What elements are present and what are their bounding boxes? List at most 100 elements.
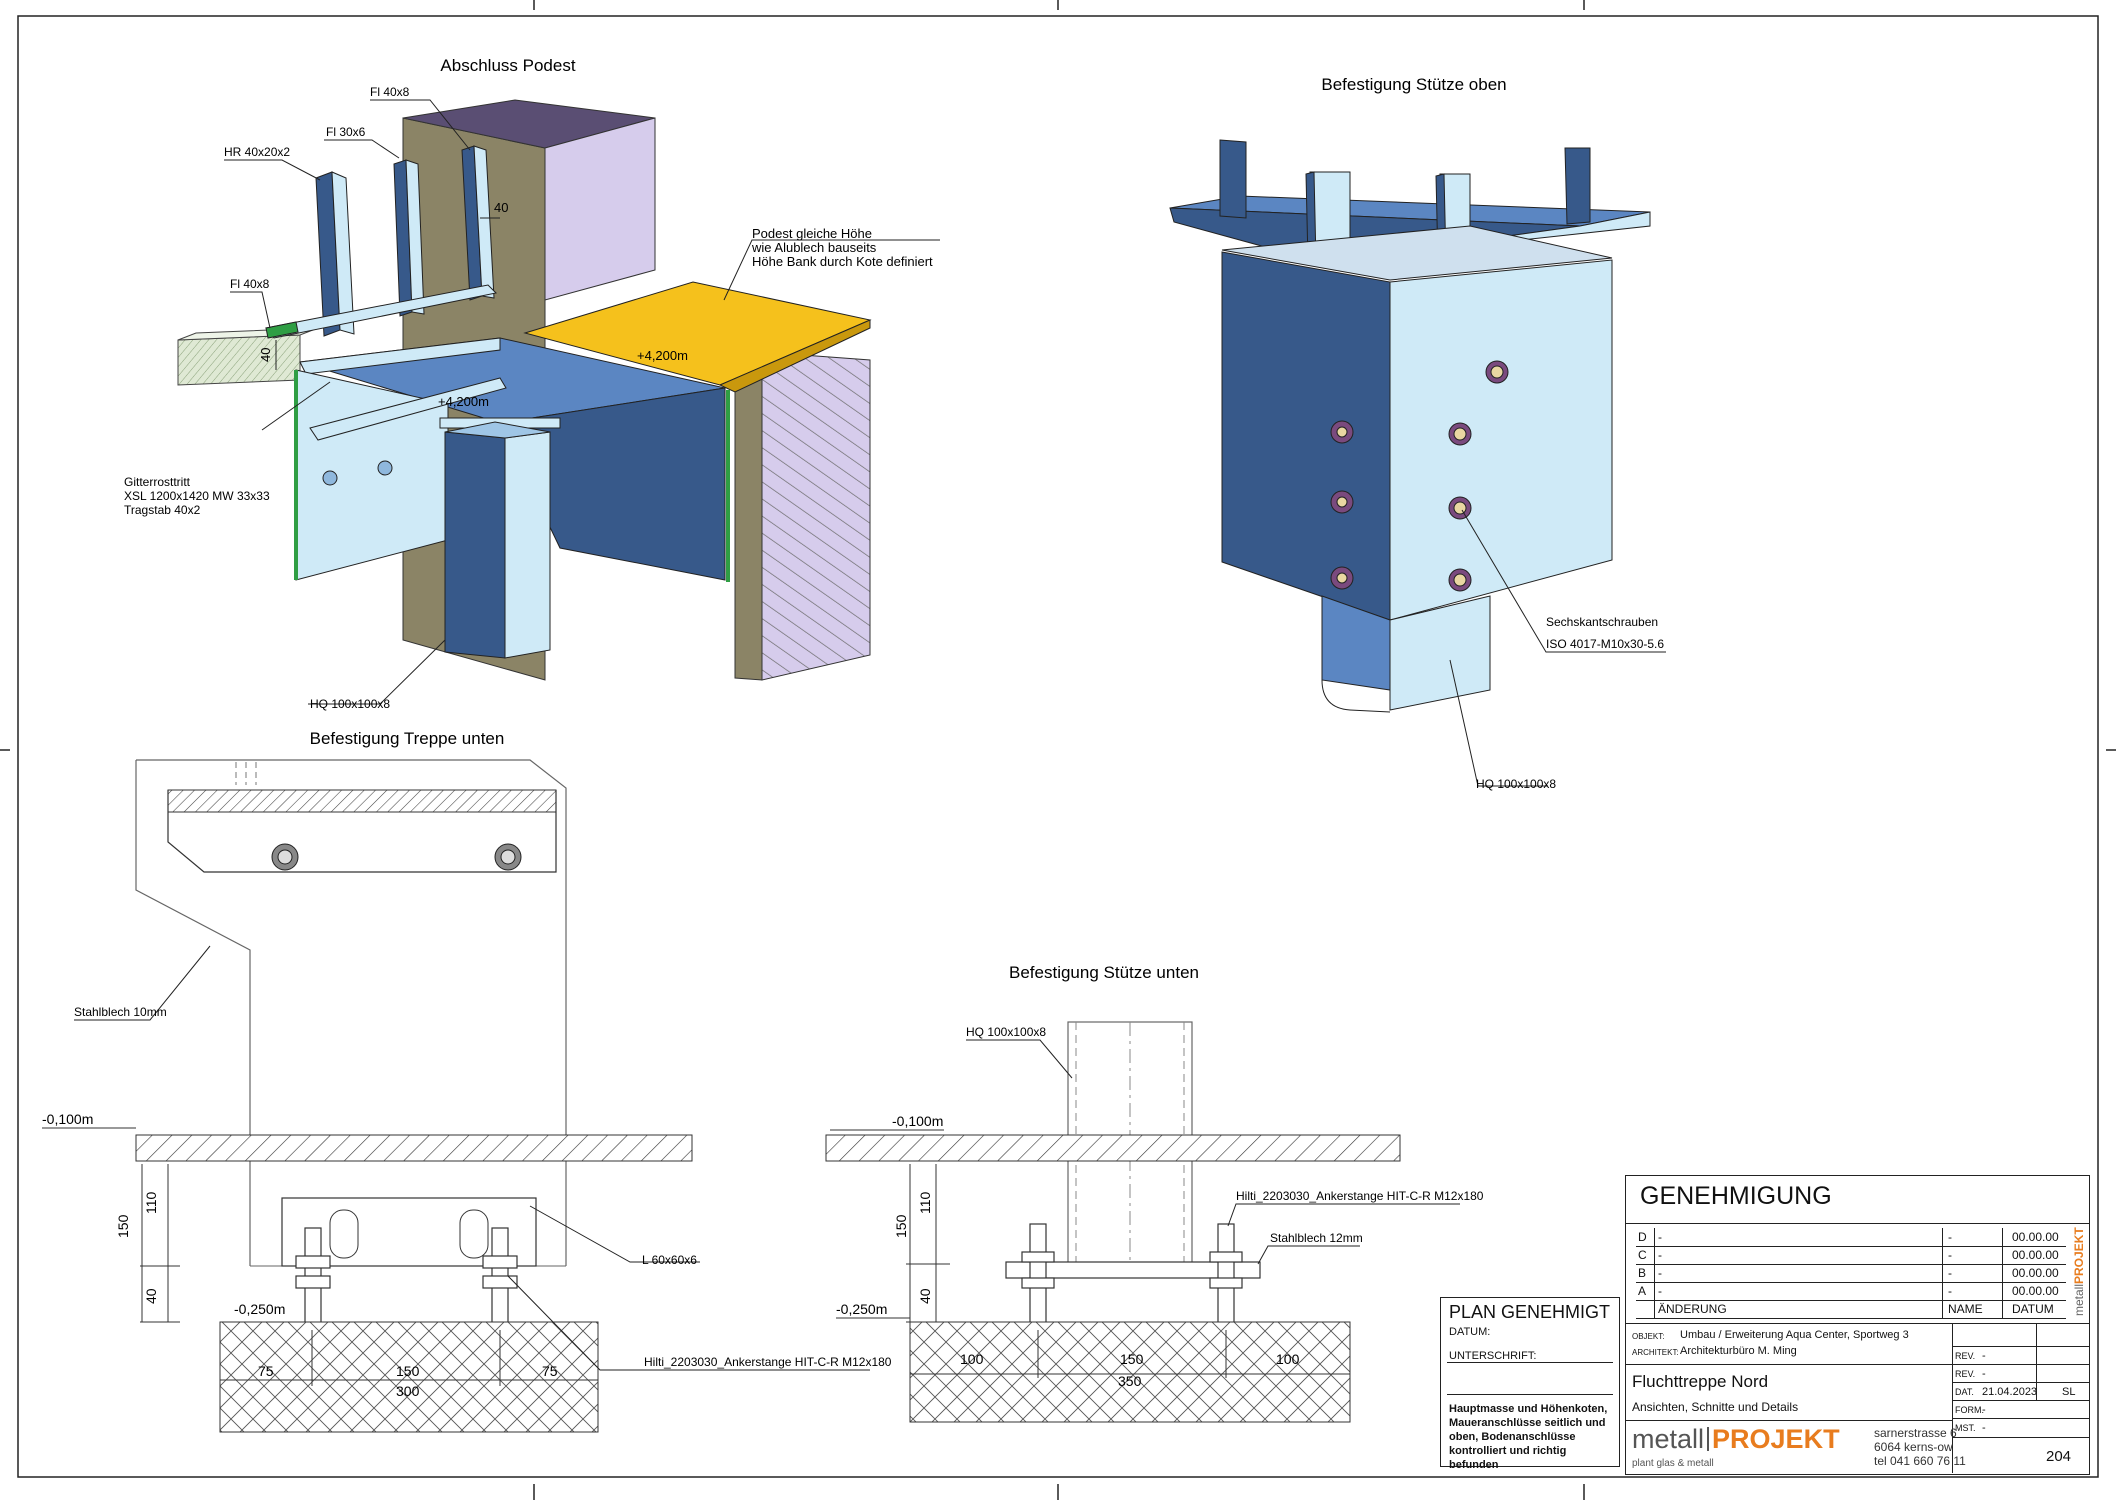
concrete-base bbox=[909, 1321, 1351, 1423]
wall-insulation bbox=[544, 117, 656, 301]
view-abschluss-podest: Abschluss Podest bbox=[124, 56, 940, 711]
label-stahlblech: Stahlblech 10mm bbox=[74, 1005, 167, 1019]
tb-objekt: Umbau / Erweiterung Aqua Center, Sportwe… bbox=[1680, 1329, 1909, 1341]
tb-architekt: Architekturbüro M. Ming bbox=[1680, 1345, 1797, 1357]
label-hr40x20x2: HR 40x20x2 bbox=[224, 145, 290, 159]
svg-text:150: 150 bbox=[115, 1214, 131, 1238]
revision-row: B - - 00.00.00 bbox=[1636, 1264, 2066, 1283]
label-level-top: -0,100m bbox=[892, 1113, 943, 1129]
svg-text:150: 150 bbox=[893, 1214, 909, 1238]
view-title: Befestigung Stütze unten bbox=[1009, 963, 1199, 982]
hq-column-front bbox=[444, 431, 506, 659]
svg-text:350: 350 bbox=[1118, 1373, 1142, 1389]
sheet-border bbox=[17, 15, 2099, 1478]
svg-text:40: 40 bbox=[143, 1288, 159, 1304]
approval-datum: DATUM: bbox=[1449, 1326, 1491, 1338]
approval-title: PLAN GENEHMIGT bbox=[1449, 1302, 1611, 1322]
svg-text:110: 110 bbox=[917, 1191, 933, 1214]
floor-slab bbox=[825, 1134, 1401, 1162]
steel-plate-outline bbox=[135, 760, 251, 1266]
label-screws-1: Sechskantschrauben bbox=[1546, 615, 1658, 629]
tb-heading: GENEHMIGUNG bbox=[1640, 1182, 1832, 1210]
label-anchor: Hilti_2203030_Ankerstange HIT-C-R M12x18… bbox=[644, 1355, 892, 1369]
stair-tread bbox=[167, 789, 557, 813]
wood-beam bbox=[177, 334, 301, 386]
label-level-bottom: -0,250m bbox=[234, 1301, 285, 1317]
label-podest-note-3: Höhe Bank durch Kote definiert bbox=[752, 254, 933, 269]
label-gitter-1: Gitterrosttritt bbox=[124, 475, 191, 489]
company-address: sarnerstrasse 6 6064 kerns-ow tel 041 66… bbox=[1874, 1426, 1966, 1468]
tb-mst: MST. - bbox=[1952, 1418, 2089, 1438]
bolts-group bbox=[1330, 360, 1509, 592]
tb-architekt-label: ARCHITEKT: bbox=[1632, 1348, 1679, 1357]
label-level-top: -0,100m bbox=[42, 1111, 93, 1127]
floor-slab bbox=[135, 1134, 693, 1162]
svg-text:150: 150 bbox=[1120, 1351, 1144, 1367]
tb-plan-subtitle: Ansichten, Schnitte und Details bbox=[1632, 1400, 1799, 1414]
bracket-front bbox=[1389, 259, 1613, 621]
anchors bbox=[1021, 1223, 1243, 1333]
title-block: GENEHMIGUNG D - - 00.00.00 C - - 00.00.0… bbox=[1625, 1175, 2090, 1475]
svg-text:40: 40 bbox=[917, 1288, 933, 1304]
label-podest-note-2: wie Alublech bauseits bbox=[751, 240, 877, 255]
svg-text:300: 300 bbox=[396, 1383, 420, 1399]
hq-column-side bbox=[504, 431, 551, 659]
label-dim40-side: 40 bbox=[258, 348, 273, 362]
label-gitter-2: XSL 1200x1420 MW 33x33 bbox=[124, 489, 270, 503]
approval-note: Hauptmasse und Höhenkoten, Maueranschlüs… bbox=[1449, 1403, 1608, 1471]
svg-text:150: 150 bbox=[396, 1363, 420, 1379]
view-treppe-unten: Befestigung Treppe unten bbox=[42, 729, 892, 1433]
approval-unterschrift: UNTERSCHRIFT: bbox=[1449, 1350, 1537, 1362]
label-gitter-3: Tragstab 40x2 bbox=[124, 503, 201, 517]
label-hq: HQ 100x100x8 bbox=[310, 697, 390, 711]
label-podest-note-1: Podest gleiche Höhe bbox=[752, 226, 872, 241]
tb-rev1: REV. - bbox=[1952, 1346, 2089, 1365]
tb-rev2: REV. - bbox=[1952, 1364, 2089, 1383]
svg-text:75: 75 bbox=[542, 1363, 558, 1379]
view-title: Befestigung Treppe unten bbox=[310, 729, 505, 748]
label-level-a: +4,200m bbox=[637, 348, 688, 363]
view-title: Abschluss Podest bbox=[440, 56, 575, 75]
label-fl40x8-side: Fl 40x8 bbox=[230, 277, 270, 291]
label-level-b: +4,200m bbox=[438, 394, 489, 409]
revision-header: ÄNDERUNG NAME DATUM bbox=[1636, 1300, 2066, 1319]
revision-row: C - - 00.00.00 bbox=[1636, 1246, 2066, 1265]
label-anchor: Hilti_2203030_Ankerstange HIT-C-R M12x18… bbox=[1236, 1189, 1484, 1203]
svg-text:75: 75 bbox=[258, 1363, 274, 1379]
label-screws-2: ISO 4017-M10x30-5.6 bbox=[1546, 637, 1664, 651]
bracket-side bbox=[1221, 251, 1391, 621]
concrete-base bbox=[219, 1321, 599, 1433]
channel-flange-1 bbox=[1219, 139, 1247, 219]
approval-box: PLAN GENEHMIGT DATUM: UNTERSCHRIFT: Haup… bbox=[1440, 1297, 1620, 1471]
label-hq: HQ 100x100x8 bbox=[1476, 777, 1556, 791]
svg-text:100: 100 bbox=[1276, 1351, 1300, 1367]
side-logo: metallPROJEKT bbox=[2072, 1227, 2086, 1316]
revision-row: A - - 00.00.00 bbox=[1636, 1282, 2066, 1301]
view-title: Befestigung Stütze oben bbox=[1321, 75, 1506, 94]
anchors bbox=[295, 1227, 518, 1329]
revision-table: D - - 00.00.00 C - - 00.00.00 B - - 00.0… bbox=[1636, 1228, 2066, 1319]
label-dim40-top: 40 bbox=[494, 200, 508, 215]
tb-form: FORM. - bbox=[1952, 1400, 2089, 1419]
label-angle: L 60x60x6 bbox=[642, 1253, 697, 1267]
logo-tagline: plant glas & metall bbox=[1632, 1458, 1714, 1469]
label-fl40x8-top: Fl 40x8 bbox=[370, 85, 410, 99]
sheet-number: 204 bbox=[2046, 1448, 2072, 1465]
label-plate: Stahlblech 12mm bbox=[1270, 1231, 1363, 1245]
view-stuetze-oben: Befestigung Stütze oben bbox=[1169, 75, 1666, 791]
tb-objekt-label: OBJEKT: bbox=[1632, 1332, 1665, 1341]
tb-plan-title: Fluchttreppe Nord bbox=[1632, 1372, 1769, 1391]
revision-row: D - - 00.00.00 bbox=[1636, 1228, 2066, 1247]
view-stuetze-unten: Befestigung Stütze unten 150 110 40 100 … bbox=[825, 963, 1484, 1423]
label-fl30x6: Fl 30x6 bbox=[326, 125, 366, 139]
label-hq: HQ 100x100x8 bbox=[966, 1025, 1046, 1039]
base-plate bbox=[1005, 1261, 1261, 1279]
hq-stub-front bbox=[1389, 595, 1491, 711]
label-level-bottom: -0,250m bbox=[836, 1301, 887, 1317]
tb-dat: DAT. 21.04.2023 SL bbox=[1952, 1382, 2089, 1401]
svg-text:110: 110 bbox=[143, 1191, 159, 1214]
svg-text:100: 100 bbox=[960, 1351, 984, 1367]
